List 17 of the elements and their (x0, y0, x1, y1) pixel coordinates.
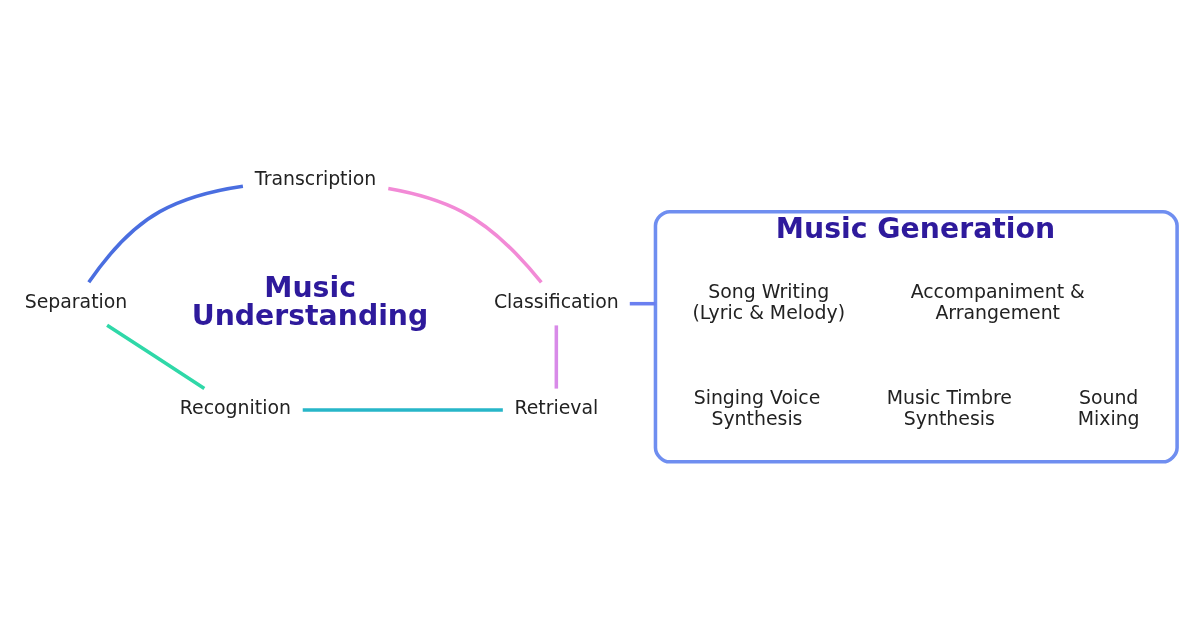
node-text: Singing Voice Synthesis (693, 385, 821, 429)
connector (554, 324, 559, 389)
connector (629, 301, 656, 305)
node-text: Retrieval (514, 395, 599, 418)
node-text: Recognition (179, 395, 291, 418)
node-text: Separation (24, 289, 128, 312)
label: Music Understanding (191, 270, 429, 332)
connector (387, 186, 543, 284)
node-text: Sound Mixing (1077, 385, 1140, 429)
node-text: Classification (493, 289, 619, 312)
connector (87, 184, 244, 283)
node-text: Song Writing (Lyric & Melody) (692, 279, 846, 323)
node-text: Transcription (254, 166, 377, 189)
connector (106, 323, 206, 390)
node-text: Accompaniment & Arrangement (910, 279, 1085, 323)
connector (302, 407, 503, 412)
node-text: Music Timbre Synthesis (886, 385, 1012, 429)
